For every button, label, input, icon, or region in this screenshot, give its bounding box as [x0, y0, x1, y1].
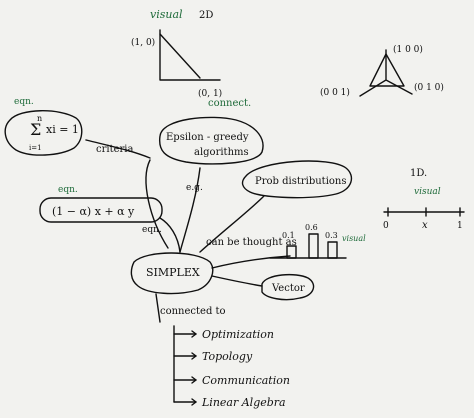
bar-label-2: 0.3: [325, 231, 338, 240]
connector-vector: [211, 275, 263, 287]
vector-cloud: [261, 273, 315, 301]
simplex-cloud: [130, 252, 214, 295]
formula-text: (1 − α) x + α y: [52, 205, 135, 218]
label-criteria: criteria: [96, 144, 133, 155]
sum-lower: i=1: [29, 144, 42, 152]
connector-criteria: [85, 139, 151, 159]
label-pt-left: (0 0 1): [320, 87, 350, 98]
connected-title: connected to: [160, 306, 226, 317]
connected-to-tree: connected to Optimization Topology Commu…: [155, 293, 290, 409]
label-visual-2d: visual: [150, 8, 183, 21]
bar-0-6: [308, 233, 319, 259]
label-origin: 0: [383, 221, 389, 231]
connector-formula: [159, 217, 181, 253]
label-one: 1: [457, 221, 463, 231]
epsilon-greedy-node: connect. Epsilon - greedy algorithms: [158, 98, 264, 165]
label-pt-top: (1 0 0): [393, 44, 423, 55]
axes-3d: [359, 49, 413, 97]
axes-2d: [159, 29, 221, 81]
label-pt-a: (1, 0): [131, 37, 155, 48]
vector-node: Vector: [211, 273, 315, 301]
label-connect: connect.: [208, 98, 251, 109]
simplex-text: SIMPLEX: [146, 266, 200, 279]
simplex-line-2d: [159, 33, 201, 79]
sigma-symbol: Σ: [30, 120, 41, 139]
sum-body: xi = 1: [46, 123, 79, 136]
prob-distributions-node: Prob distributions: [241, 160, 353, 199]
simplex-triangle-3d: [369, 53, 405, 87]
connected-item-communication: Communication: [202, 374, 290, 387]
label-visual-1d: visual: [414, 187, 441, 197]
label-pt-b: (0, 1): [198, 88, 222, 99]
tree-branches: [173, 333, 197, 403]
simplex-node: SIMPLEX: [130, 252, 214, 295]
formula-box: [39, 197, 163, 223]
sum-equation-node: eqn. n Σ i=1 xi = 1: [4, 97, 83, 156]
connected-item-optimization: Optimization: [202, 328, 274, 341]
label-x: x: [422, 220, 428, 231]
connected-item-topology: Topology: [202, 350, 253, 363]
ticks-1d: [387, 207, 461, 217]
label-visual-small: visual: [342, 234, 366, 243]
vector-text: Vector: [271, 283, 305, 294]
prob-bar-sketch: 0.1 0.6 0.3: [269, 223, 347, 259]
tree-arrowheads: [191, 330, 197, 406]
connector-prob: [199, 195, 265, 253]
label-pt-right: (0 1 0): [414, 82, 444, 93]
label-eqn-3: eqn.: [142, 225, 162, 235]
prob-cloud: [241, 160, 353, 199]
label-thought: can be thought as: [206, 237, 297, 248]
plot-3d: (1 0 0) (0 0 1) (0 1 0): [320, 44, 444, 98]
label-2d: 2D: [199, 10, 213, 21]
formula-node: eqn. (1 − α) x + α y: [39, 185, 163, 223]
label-eqn-2: eqn.: [58, 185, 78, 195]
connector-criteria-down: [145, 159, 169, 249]
plot-2d: visual 2D (1, 0) (0, 1): [131, 8, 222, 99]
bar-0-3: [327, 241, 338, 259]
connected-item-linear-algebra: Linear Algebra: [201, 396, 286, 409]
epsilon-cloud: [158, 116, 264, 165]
label-eqn-1: eqn.: [14, 97, 34, 107]
prob-text: Prob distributions: [255, 176, 347, 187]
connector-epsilon: [179, 167, 201, 253]
sum-cloud: [4, 110, 83, 156]
algorithms-text: algorithms: [194, 147, 249, 158]
connector-connected: [155, 293, 161, 323]
bar-0-1: [286, 245, 297, 259]
bar-label-0: 0.1: [282, 231, 295, 240]
plot-1d: 1D. visual 0 x 1: [383, 168, 465, 231]
label-eg: e.g.: [186, 183, 203, 193]
label-1d: 1D.: [410, 168, 427, 179]
sum-upper: n: [37, 114, 42, 123]
epsilon-text: Epsilon - greedy: [166, 132, 249, 143]
connector-thought: [211, 255, 291, 269]
bar-label-1: 0.6: [305, 223, 318, 232]
